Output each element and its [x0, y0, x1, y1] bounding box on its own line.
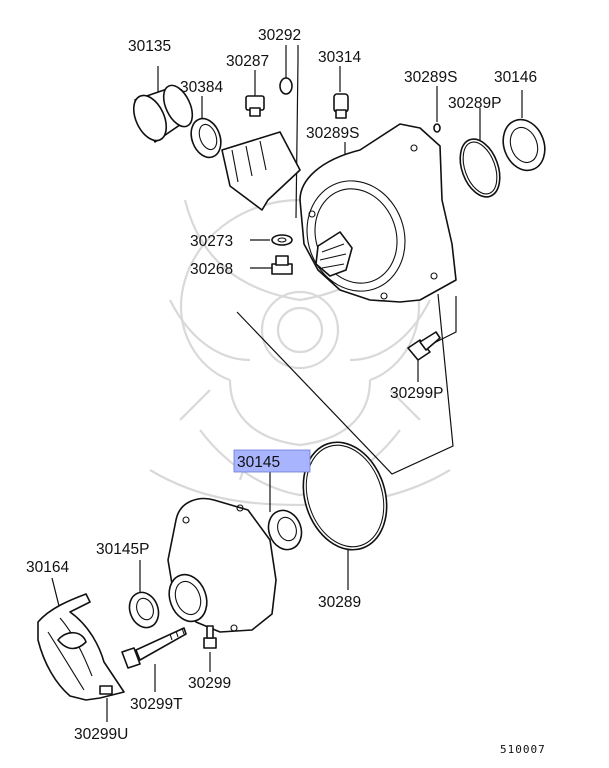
label-30273[interactable]: 30273: [190, 233, 233, 250]
part-30268-plug: [271, 255, 293, 275]
label-30289s-mid[interactable]: 30289S: [306, 125, 359, 142]
part-30273-washer: [271, 234, 293, 246]
label-30299[interactable]: 30299: [188, 675, 231, 692]
part-rear-cover: [167, 497, 277, 633]
label-30299t[interactable]: 30299T: [130, 696, 183, 713]
highlight-30145: [233, 449, 311, 473]
label-30268[interactable]: 30268: [190, 261, 233, 278]
label-30146[interactable]: 30146: [494, 69, 537, 86]
label-30287[interactable]: 30287: [226, 53, 269, 70]
part-30299t-bolt: [121, 627, 187, 669]
label-30289[interactable]: 30289: [318, 594, 361, 611]
part-30299p-bolt: [407, 331, 441, 361]
label-30145p[interactable]: 30145P: [96, 541, 149, 558]
label-30135[interactable]: 30135: [128, 38, 171, 55]
part-30289s-ring: [433, 123, 441, 133]
part-30289p-oring: [459, 138, 501, 198]
part-30299u-bolt: [99, 685, 113, 695]
label-30299u[interactable]: 30299U: [74, 726, 128, 743]
part-labels: 30135 30292 30287 30314 30384 30289S 301…: [26, 27, 546, 756]
part-30384-seal: [190, 117, 222, 159]
part-30292-ring: [279, 77, 293, 95]
part-30145-seal: [267, 509, 303, 551]
part-30145p-seal: [128, 591, 160, 629]
label-30289s-top[interactable]: 30289S: [404, 69, 457, 86]
label-30314[interactable]: 30314: [318, 49, 361, 66]
part-30146-seal: [502, 118, 546, 172]
label-30289p[interactable]: 30289P: [448, 95, 501, 112]
part-30314-sensor: [333, 93, 349, 119]
label-30164[interactable]: 30164: [26, 559, 69, 576]
part-30164-guard: [37, 593, 125, 701]
part-30287-plug: [245, 95, 265, 117]
label-30145[interactable]: 30145: [237, 454, 280, 471]
label-30299p[interactable]: 30299P: [390, 385, 443, 402]
part-30289-oring: [302, 441, 388, 551]
label-30292[interactable]: 30292: [258, 27, 301, 44]
diagram-code: 510007: [500, 743, 546, 756]
label-30384[interactable]: 30384: [180, 79, 223, 96]
part-30135-sleeve: [132, 84, 194, 143]
part-30299-bolt: [203, 625, 217, 649]
part-transfer-case-housing: [221, 123, 457, 303]
